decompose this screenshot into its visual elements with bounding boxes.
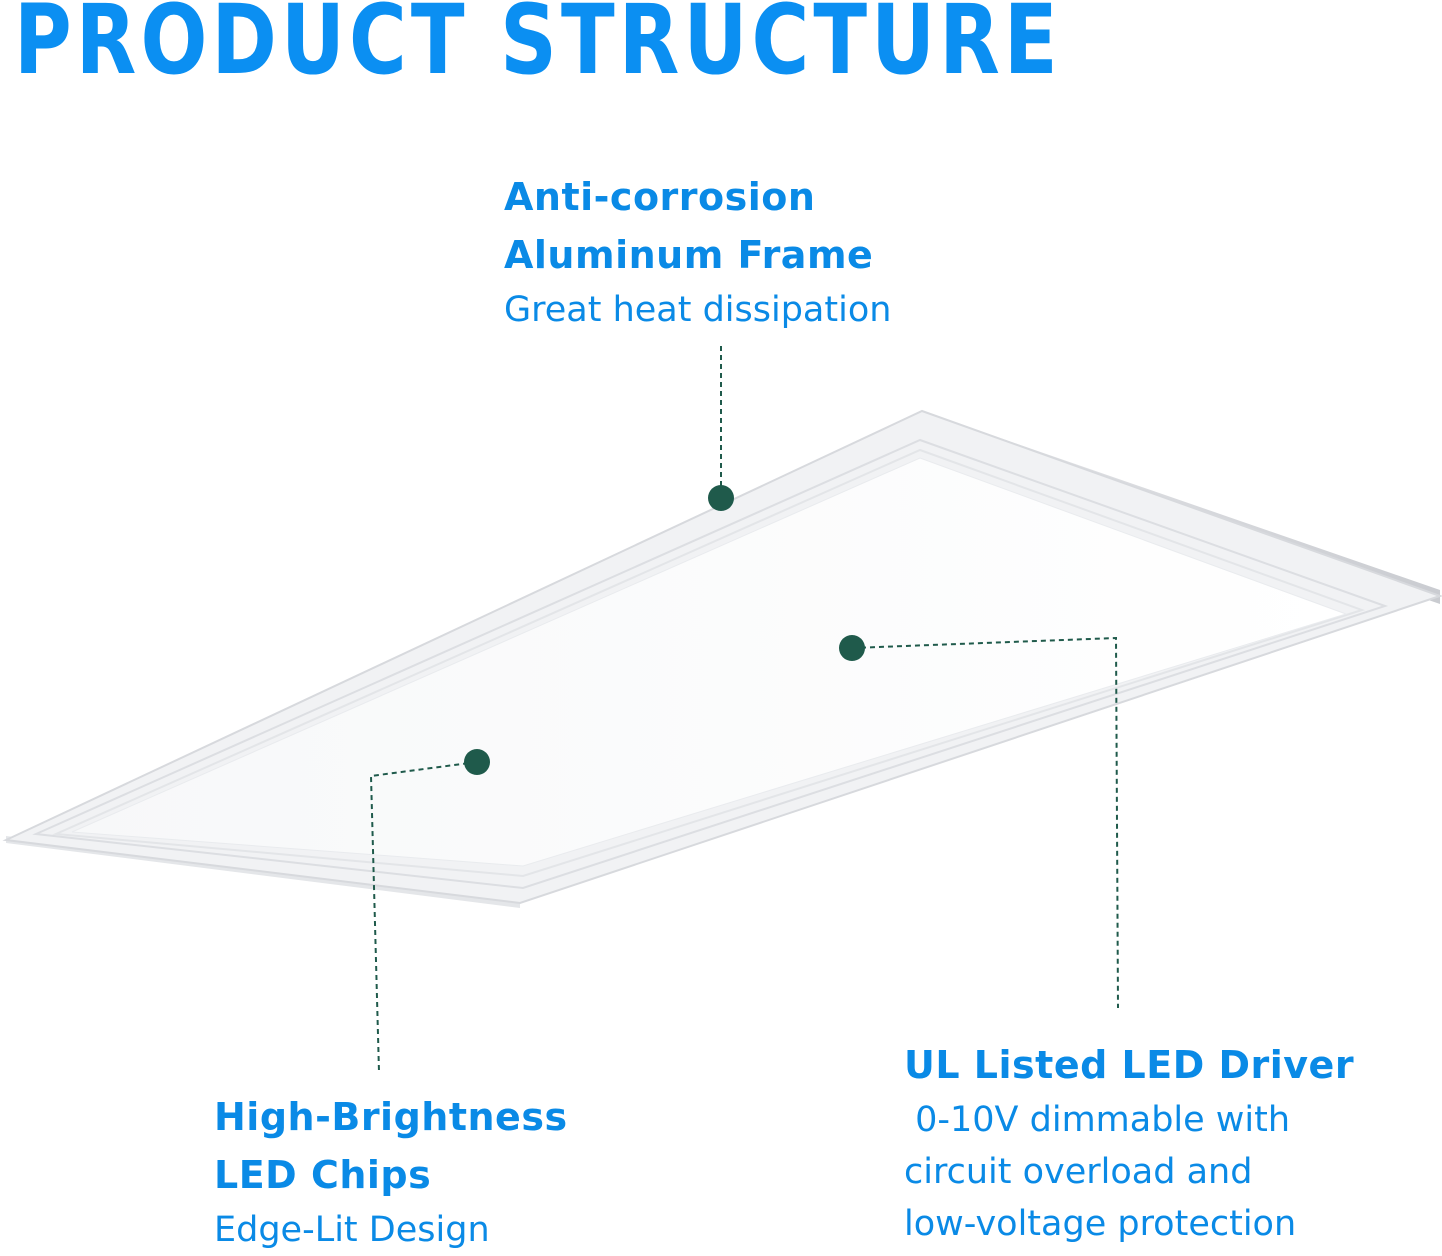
driver-leader-line [851, 636, 1119, 1009]
chips-description: Edge-Lit Design [214, 1210, 490, 1250]
chips-callout: High-Brightness LED Chips Edge-Lit Desig… [214, 1088, 568, 1256]
panel-diffuser-face [71, 457, 1348, 867]
driver-description-line3: low-voltage protection [904, 1204, 1297, 1244]
frame-heading-line2: Aluminum Frame [504, 233, 874, 277]
frame-heading-line1: Anti-corrosion [504, 175, 816, 219]
page-title: PRODUCT STRUCTURE [14, 0, 1062, 96]
panel-frame-bevel [32, 438, 1389, 890]
frame-description: Great heat dissipation [504, 290, 892, 330]
frame-marker-dot [708, 485, 734, 511]
driver-description-line1: 0-10V dimmable with [904, 1100, 1291, 1140]
chips-heading-line1: High-Brightness [214, 1095, 568, 1139]
frame-callout: Anti-corrosion Aluminum Frame Great heat… [504, 168, 891, 336]
driver-heading: UL Listed LED Driver [904, 1043, 1355, 1087]
driver-marker-dot [839, 635, 865, 661]
driver-description-line2: circuit overload and [904, 1152, 1253, 1192]
chips-heading-line2: LED Chips [214, 1153, 432, 1197]
chips-marker-dot [464, 749, 490, 775]
panel-frame-inner-bevel [52, 448, 1366, 878]
driver-callout: UL Listed LED Driver 0-10V dimmable with… [904, 1036, 1354, 1250]
